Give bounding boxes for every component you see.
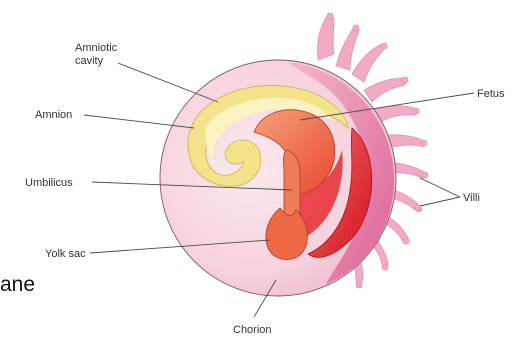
label-amnion: Amnion <box>35 109 72 121</box>
label-amniotic-cavity-line1: Amniotic <box>75 42 118 54</box>
label-fetus: Fetus <box>477 88 505 100</box>
cut-off-text: ane <box>0 273 35 296</box>
label-umbilicus: Umbilicus <box>25 177 73 189</box>
label-yolk-sac: Yolk sac <box>45 248 86 260</box>
label-villi: Villi <box>463 192 480 204</box>
label-chorion: Chorion <box>233 324 272 336</box>
label-amniotic-cavity-line2: cavity <box>75 55 104 67</box>
